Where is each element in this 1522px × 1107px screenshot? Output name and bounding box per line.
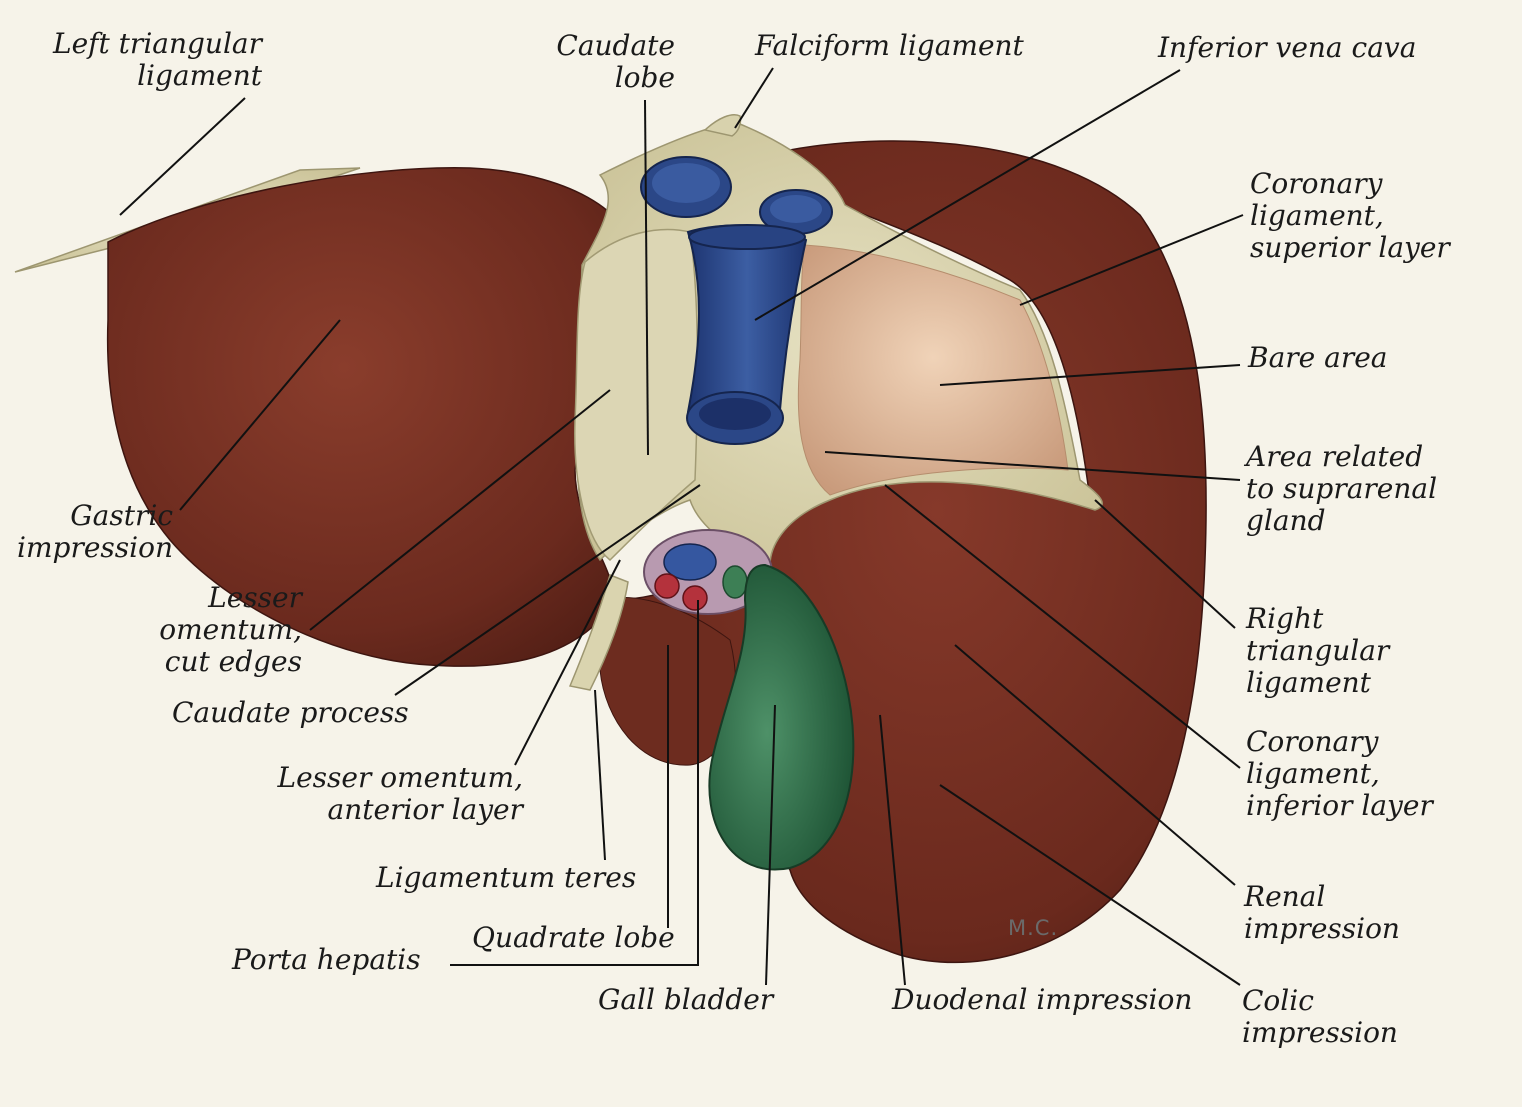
artist-signature: M.C. <box>1008 916 1059 940</box>
ligamentum-teres-shape <box>568 574 629 691</box>
label-caudate-lobe: Caudate lobe <box>556 29 675 94</box>
label-colic-impression: Colic impression <box>1242 984 1398 1049</box>
gall-bladder-shape <box>708 563 855 871</box>
label-left-triangular-ligament: Left triangular ligament <box>53 27 262 92</box>
label-gastric-impression: Gastric impression <box>17 499 173 564</box>
label-right-triangular-ligament: Right triangular ligament <box>1246 602 1390 699</box>
label-inferior-vena-cava: Inferior vena cava <box>1158 31 1417 64</box>
label-bare-area: Bare area <box>1248 341 1388 374</box>
label-gall-bladder: Gall bladder <box>598 983 774 1016</box>
label-ligamentum-teres: Ligamentum teres <box>376 861 637 894</box>
label-caudate-process: Caudate process <box>172 696 409 729</box>
label-porta-hepatis: Porta hepatis <box>232 943 421 976</box>
label-quadrate-lobe: Quadrate lobe <box>472 921 675 954</box>
label-duodenal-impression: Duodenal impression <box>892 983 1193 1016</box>
falciform-ligament-shape <box>703 114 742 137</box>
label-coronary-ligament-inferior: Coronary ligament, inferior layer <box>1246 725 1433 822</box>
label-falciform-ligament: Falciform ligament <box>755 29 1024 62</box>
label-lesser-omentum-cut-edges: Lesser omentum, cut edges <box>159 581 302 678</box>
caudate-lobe-shape <box>574 228 699 562</box>
bare-area-shape <box>797 244 1069 496</box>
label-coronary-ligament-superior: Coronary ligament, superior layer <box>1250 167 1450 264</box>
label-renal-impression: Renal impression <box>1244 880 1400 945</box>
label-area-suprarenal: Area related to suprarenal gland <box>1246 440 1438 537</box>
label-lesser-omentum-anterior: Lesser omentum, anterior layer <box>277 761 523 826</box>
